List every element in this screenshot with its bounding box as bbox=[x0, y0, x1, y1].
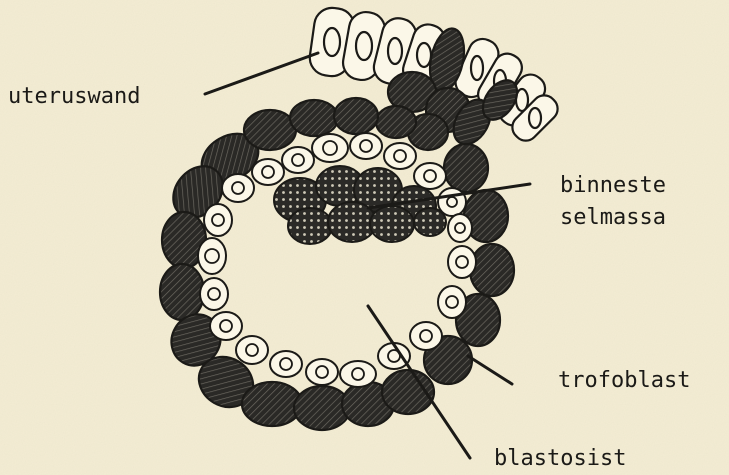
label-binneste: binneste bbox=[560, 173, 666, 199]
label-selmassa: selmassa bbox=[560, 205, 666, 231]
label-uteruswand: uteruswand bbox=[8, 84, 140, 110]
label-blastosist: blastosist bbox=[494, 446, 626, 472]
label-trofoblast: trofoblast bbox=[558, 368, 690, 394]
